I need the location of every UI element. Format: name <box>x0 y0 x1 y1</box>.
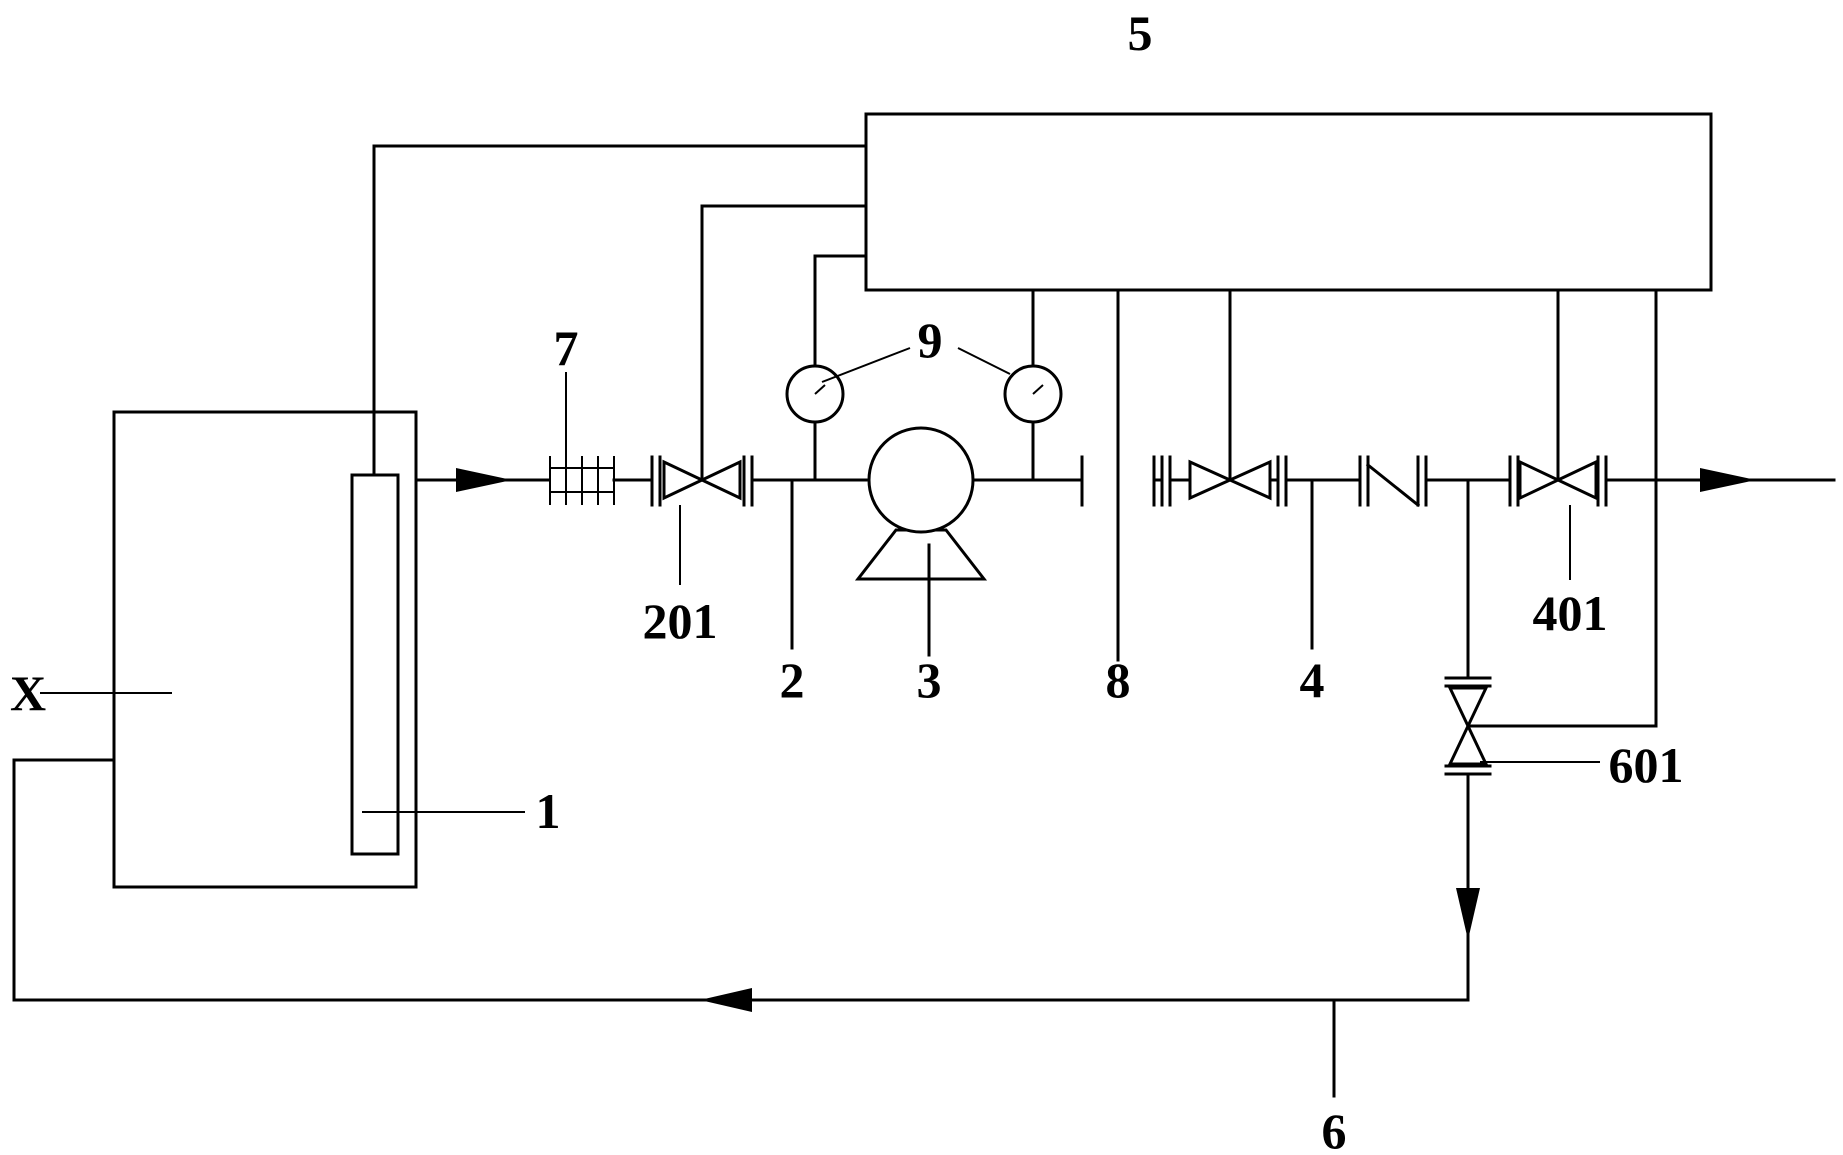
controller-box <box>864 112 1713 292</box>
label-valve-return: 601 <box>1609 737 1684 793</box>
gauge-right-needle <box>1032 384 1044 395</box>
label-flow-element: 8 <box>1106 652 1131 708</box>
gauge-label-leader-left <box>821 347 911 383</box>
sensor-probe <box>350 473 400 856</box>
label-filter: 7 <box>554 320 579 376</box>
flow-arrow-down <box>1456 888 1480 940</box>
label-controller: 5 <box>1128 5 1153 61</box>
gauge-left-signal-line <box>813 254 868 368</box>
flow-arrow-return <box>700 988 752 1012</box>
label-suction-pipe: 2 <box>780 652 805 708</box>
label-discharge-pipe: 4 <box>1300 652 1325 708</box>
flow-arrow-out <box>456 468 512 492</box>
label-tank: X <box>10 665 46 721</box>
label-pump: 3 <box>917 652 942 708</box>
check-valve-icon <box>1358 455 1428 508</box>
filter-icon <box>549 456 615 505</box>
sensor-signal-line <box>372 144 868 477</box>
label-valve-outlet: 401 <box>1533 585 1608 641</box>
pump-icon <box>854 426 988 581</box>
valve-201-signal-line <box>700 204 868 482</box>
flow-arrow-outlet <box>1700 468 1756 492</box>
gauge-left-needle <box>814 384 826 395</box>
valve-601-signal-line <box>1466 288 1658 728</box>
label-valve-inlet: 201 <box>643 593 718 649</box>
gauge-label-leader-right <box>957 347 1011 375</box>
label-return-line: 6 <box>1322 1103 1347 1155</box>
label-sensor: 1 <box>536 783 561 839</box>
label-gauges: 9 <box>918 312 943 368</box>
